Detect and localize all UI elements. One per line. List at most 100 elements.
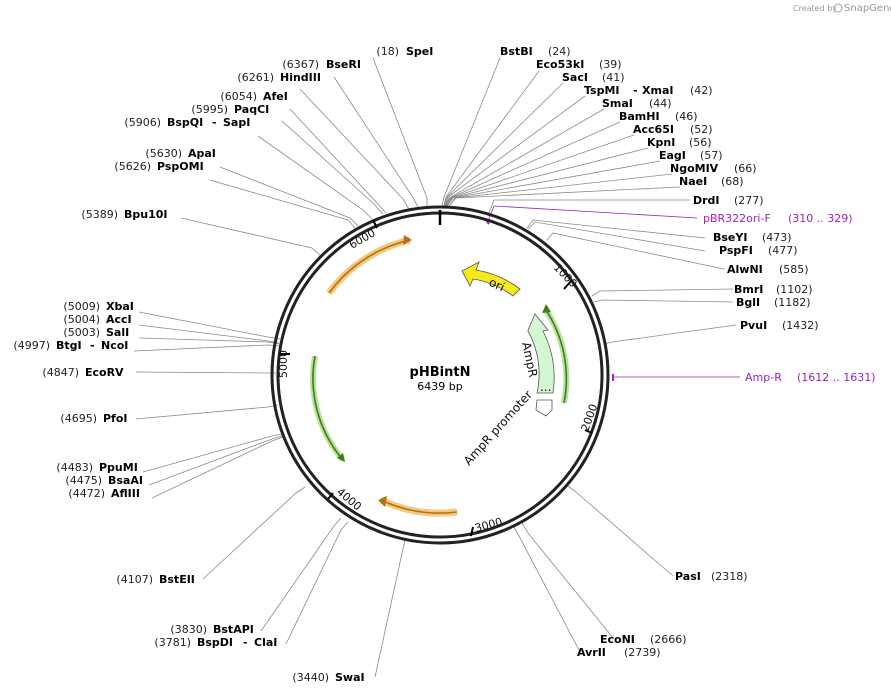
site-position: (477) xyxy=(768,244,798,257)
site-name: PpuMI xyxy=(99,461,138,474)
site-name: XbaI xyxy=(106,300,134,313)
site-name: AvrII xyxy=(577,646,606,659)
ticks xyxy=(280,219,593,537)
site-position: (2666) xyxy=(650,633,687,646)
site-position: (4997) xyxy=(13,339,50,352)
site-position: (24) xyxy=(548,45,571,58)
left-site-labels: (18) SpeI (6367) BseRI (6261) HindIII (6… xyxy=(13,45,433,684)
primer-name: Amp-R xyxy=(745,371,782,384)
site-name: EcoNI xyxy=(600,633,635,646)
site-position: (3440) xyxy=(292,671,329,684)
feature-arc-green-1-line xyxy=(545,309,568,404)
ampr-feature xyxy=(527,313,555,394)
site-name: ClaI xyxy=(254,636,277,649)
backbone-outer xyxy=(270,205,610,545)
site-name: PasI xyxy=(675,570,701,583)
site-name: EcoRV xyxy=(85,366,124,379)
site-name: DrdI xyxy=(693,194,720,207)
site-position: (4475) xyxy=(65,474,102,487)
site-position: (18) xyxy=(376,45,399,58)
plasmid-length: 6439 bp xyxy=(417,380,462,393)
watermark-brand: SnapGene xyxy=(844,3,891,14)
site-name: HindIII xyxy=(280,71,321,84)
site-name: BamHI xyxy=(619,110,660,123)
plasmid-name: pHBintN xyxy=(410,365,471,380)
site-position: (4483) xyxy=(56,461,93,474)
site-position: (5626) xyxy=(114,160,151,173)
site-position: (56) xyxy=(689,136,712,149)
site-position: (5906) xyxy=(124,116,161,129)
site-name: AccI xyxy=(106,313,132,326)
primer-range: (310 .. 329) xyxy=(788,212,853,225)
site-name-separator: - xyxy=(633,84,638,97)
site-position: (6261) xyxy=(237,71,274,84)
site-name: AflIII xyxy=(111,487,140,500)
site-position: (41) xyxy=(602,71,625,84)
site-name: XmaI xyxy=(642,84,673,97)
site-position: (473) xyxy=(762,231,792,244)
site-position: (3781) xyxy=(154,636,191,649)
site-position: (42) xyxy=(690,84,713,97)
arrowhead-green-1-icon xyxy=(542,304,551,313)
site-name: SacI xyxy=(562,71,588,84)
site-name: SapI xyxy=(223,116,250,129)
site-name: BseYI xyxy=(713,231,747,244)
site-position: (46) xyxy=(675,110,698,123)
site-name: Acc65I xyxy=(633,123,674,136)
site-position: (4847) xyxy=(42,366,79,379)
feature-arc-orange-2-line xyxy=(380,499,458,514)
primer-range: (1612 .. 1631) xyxy=(797,371,876,384)
site-position: (2739) xyxy=(624,646,661,659)
site-position: (6054) xyxy=(220,90,257,103)
site-position: (1182) xyxy=(774,296,811,309)
site-name: TspMI xyxy=(584,84,620,97)
site-name: NaeI xyxy=(679,175,707,188)
feature-arc-green-2-line xyxy=(312,355,344,461)
site-name: PfoI xyxy=(103,412,128,425)
site-position: (1432) xyxy=(782,319,819,332)
site-name: BstAPI xyxy=(213,623,254,636)
site-name: BspQI xyxy=(167,116,203,129)
site-name: PaqCI xyxy=(234,103,269,116)
site-name: BsaAI xyxy=(108,474,143,487)
site-position: (1102) xyxy=(776,283,813,296)
snapgene-logo-icon xyxy=(833,3,843,13)
tick-label-6000: 6000 xyxy=(347,226,378,251)
site-position: (44) xyxy=(649,97,672,110)
site-name: BmrI xyxy=(734,283,763,296)
site-name-separator: - xyxy=(243,636,248,649)
site-name: BspDI xyxy=(197,636,233,649)
site-name: PspOMI xyxy=(157,160,204,173)
site-name: SalI xyxy=(106,326,129,339)
site-name: KpnI xyxy=(647,136,675,149)
site-position: (4107) xyxy=(116,573,153,586)
site-name: NgoMIV xyxy=(670,162,719,175)
site-name: SmaI xyxy=(602,97,633,110)
site-position: (6367) xyxy=(282,58,319,71)
site-name: BseRI xyxy=(326,58,361,71)
ampr-promoter-feature xyxy=(535,399,553,417)
site-name: ApaI xyxy=(188,147,216,160)
site-name: SpeI xyxy=(406,45,433,58)
site-name: BtgI xyxy=(56,339,82,352)
site-name: Bpu10I xyxy=(124,208,168,221)
arrowhead-green-2-icon xyxy=(337,453,345,462)
site-name: BstBI xyxy=(500,45,533,58)
site-position: (2318) xyxy=(711,570,748,583)
site-position: (4695) xyxy=(60,412,97,425)
site-position: (5004) xyxy=(63,313,100,326)
site-position: (5995) xyxy=(191,103,228,116)
site-position: (3830) xyxy=(170,623,207,636)
site-name: AfeI xyxy=(263,90,288,103)
site-name: SwaI xyxy=(335,671,365,684)
site-position: (5389) xyxy=(81,208,118,221)
right-site-labels: BstBI (24) Eco53kI (39) SacI (41) TspMI … xyxy=(500,45,819,659)
site-name: BglI xyxy=(736,296,760,309)
site-name: BstEII xyxy=(159,573,195,586)
tick-label-5000: 5000 xyxy=(277,350,290,378)
primer-name: pBR322ori-F xyxy=(703,212,771,225)
site-position: (5009) xyxy=(63,300,100,313)
site-position: (585) xyxy=(779,263,809,276)
site-position: (5630) xyxy=(145,147,182,160)
